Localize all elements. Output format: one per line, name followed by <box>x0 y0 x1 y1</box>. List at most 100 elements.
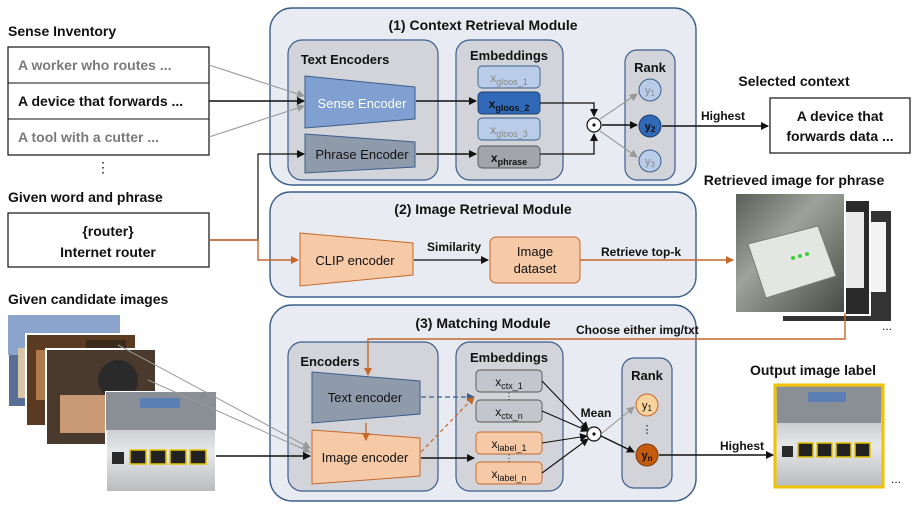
dot-product-1 <box>586 117 602 133</box>
given-phrase: Internet router <box>60 244 156 260</box>
svg-text:y2: y2 <box>645 121 656 134</box>
ctx-vdots: ⋮ <box>505 391 514 401</box>
choose-label: Choose either img/txt <box>576 323 699 337</box>
similarity-label: Similarity <box>427 240 481 254</box>
image-encoder-label: Image encoder <box>322 450 409 465</box>
embedding-gloss-3: xgloos_3 <box>477 117 541 141</box>
retrieved-title: Retrieved image for phrase <box>704 172 885 188</box>
rank-y2-base: y <box>645 121 652 133</box>
embeddings-label-3: Embeddings <box>470 350 548 365</box>
sense-item-3: A tool with a cutter ... <box>18 129 159 145</box>
rank-label-1: Rank <box>634 60 667 75</box>
given-word-box: {router} Internet router <box>7 212 210 268</box>
rank-vdots: ⋮ <box>642 424 653 436</box>
mean-label: Mean <box>581 406 612 420</box>
highest-label-1: Highest <box>701 109 745 123</box>
clip-encoder: CLIP encoder <box>299 232 414 287</box>
candidates-title: Given candidate images <box>8 291 168 307</box>
emb-gloss-2-sub: gloos_2 <box>495 103 529 113</box>
emb-label-n-base: x <box>491 467 497 481</box>
svg-text:xgloos_3: xgloos_3 <box>490 123 528 139</box>
image-encoder: Image encoder <box>311 429 421 485</box>
emb-ctx-n-base: x <box>495 405 501 419</box>
rank-m3-y1-base: y <box>642 400 648 412</box>
rank-y1: y1 <box>638 78 662 102</box>
selected-context-title: Selected context <box>738 73 850 89</box>
emb-phrase-base: x <box>491 151 498 165</box>
label-vdots: ⋮ <box>505 453 514 463</box>
svg-text:y1: y1 <box>645 85 656 98</box>
emb-gloss-1-base: x <box>490 71 496 85</box>
embedding-gloss-2: xgloos_2 <box>477 91 541 115</box>
module3-title: (3) Matching Module <box>415 315 551 331</box>
sense-encoder-label: Sense Encoder <box>318 96 408 111</box>
rank-m3-yn-base: y <box>641 450 648 462</box>
sense-encoder: Sense Encoder <box>304 75 416 129</box>
dot-product-3 <box>586 426 602 442</box>
selected-context-line2: forwards data ... <box>786 128 893 144</box>
retrieved-more: ... <box>882 319 892 333</box>
dataset-line1: Image <box>517 244 553 259</box>
embedding-gloss-1: xgloos_1 <box>477 65 541 89</box>
text-encoder-label: Text encoder <box>328 390 403 405</box>
output-image <box>773 383 885 489</box>
candidate-image-4-router <box>105 391 217 493</box>
emb-gloss-3-base: x <box>490 123 496 137</box>
image-dataset: Image dataset <box>489 236 581 284</box>
output-more: ... <box>891 472 901 486</box>
emb-phrase-sub: phrase <box>498 157 528 167</box>
rank-label-3: Rank <box>631 368 664 383</box>
embedding-ctx-1: xctx_1 <box>475 369 543 393</box>
text-encoders-label: Text Encoders <box>301 52 390 67</box>
given-word: {router} <box>82 223 134 239</box>
svg-text:y1: y1 <box>642 400 653 413</box>
encoders-label: Encoders <box>300 354 359 369</box>
rank-y3-sub: 3 <box>651 160 656 169</box>
embedding-phrase: xphrase <box>477 145 541 169</box>
output-title: Output image label <box>750 362 876 378</box>
phrase-encoder: Phrase Encoder <box>304 133 416 174</box>
emb-gloss-1-sub: gloos_1 <box>496 77 528 87</box>
svg-text:xphrase: xphrase <box>491 151 527 167</box>
module1-title: (1) Context Retrieval Module <box>388 17 577 33</box>
svg-text:xctx_1: xctx_1 <box>495 375 523 391</box>
rank-y2: y2 <box>638 114 662 138</box>
emb-gloss-2-base: x <box>489 97 496 111</box>
emb-ctx-1-sub: ctx_1 <box>501 381 523 391</box>
emb-ctx-1-base: x <box>495 375 501 389</box>
rank-y2-sub: 2 <box>651 125 656 134</box>
rank-y3-base: y <box>645 156 651 168</box>
rank-y1-base: y <box>645 85 651 97</box>
embedding-label-1: xlabel_1 <box>475 431 543 455</box>
rank-m3-yn: yn <box>635 443 659 467</box>
image-retrieval-module: (2) Image Retrieval Module CLIP encoder … <box>269 191 697 298</box>
svg-text:xctx_n: xctx_n <box>495 405 523 421</box>
rank-y1-sub: 1 <box>651 89 656 98</box>
highest-label-3: Highest <box>720 439 764 453</box>
svg-text:y3: y3 <box>645 156 656 169</box>
emb-ctx-n-sub: ctx_n <box>501 411 523 421</box>
sense-inventory-title: Sense Inventory <box>8 23 116 39</box>
sense-item-2: A device that forwards ... <box>18 93 183 109</box>
svg-text:yn: yn <box>641 450 652 463</box>
emb-label-1-base: x <box>491 437 497 451</box>
selected-context-box: A device that forwards data ... <box>769 97 911 154</box>
phrase-encoder-label: Phrase Encoder <box>315 147 409 162</box>
dataset-line2: dataset <box>514 261 557 276</box>
emb-label-1-sub: label_1 <box>497 443 526 453</box>
svg-text:xlabel_1: xlabel_1 <box>491 437 526 453</box>
text-encoder: Text encoder <box>311 371 421 424</box>
rank-m3-yn-sub: n <box>648 454 653 463</box>
svg-text:xgloos_1: xgloos_1 <box>490 71 528 87</box>
clip-encoder-label: CLIP encoder <box>315 253 395 268</box>
sense-inventory-box: A worker who routes ... A device that fo… <box>7 46 210 156</box>
sense-more-vdots: ⋮ <box>96 159 110 175</box>
embeddings-label-1: Embeddings <box>470 48 548 63</box>
rank-m3-y1-sub: 1 <box>648 404 653 413</box>
retrieve-topk-label: Retrieve top-k <box>601 245 681 259</box>
selected-context-line1: A device that <box>797 108 884 124</box>
emb-label-n-sub: label_n <box>497 473 526 483</box>
module2-title: (2) Image Retrieval Module <box>394 201 572 217</box>
embedding-label-n: xlabel_n <box>475 461 543 485</box>
